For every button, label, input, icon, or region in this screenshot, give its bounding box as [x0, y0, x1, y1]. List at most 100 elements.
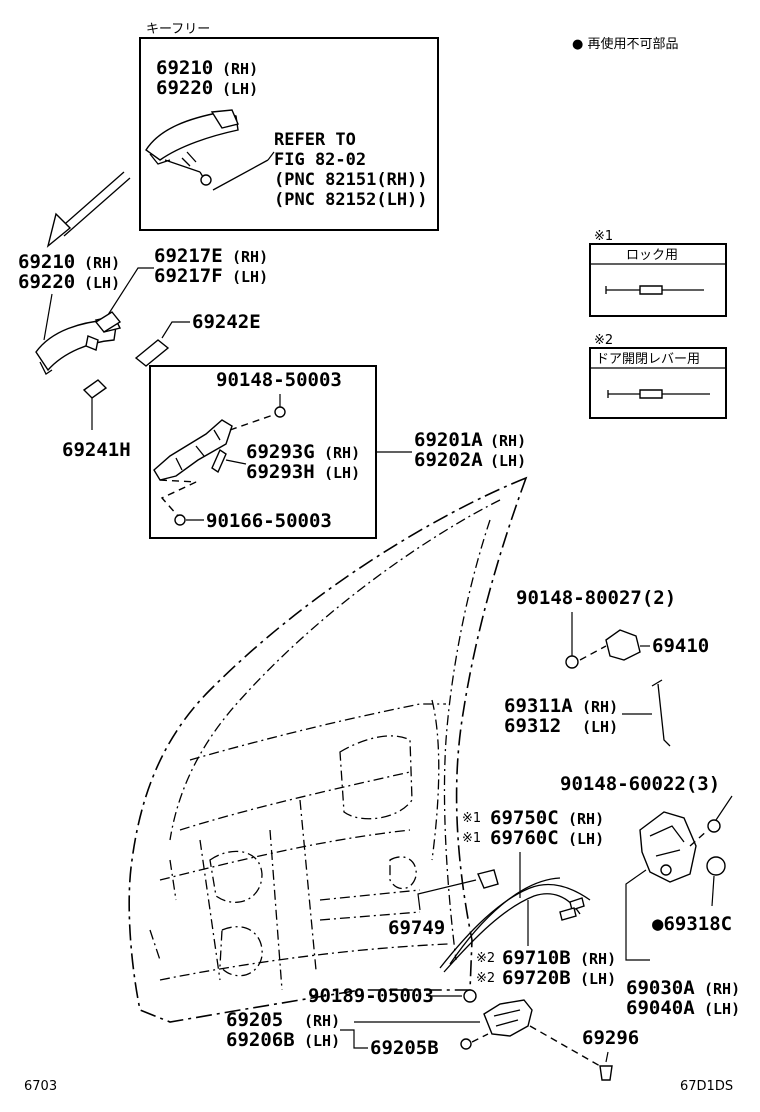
leader-cover [711, 875, 715, 907]
note1-title: ロック用 [626, 248, 678, 263]
label-frame-h: 69293H [246, 461, 315, 483]
label-frame-a-rh-suffix: (RH) [490, 432, 526, 450]
label-rod-a-suffix: (RH) [582, 698, 618, 716]
pad-69242e-drawing [134, 339, 170, 367]
refer-line-2: FIG 82-02 [274, 150, 366, 170]
leader-screw-60022 [715, 795, 733, 821]
keyfree-arrow [46, 171, 131, 248]
pad-ef-drawing [94, 311, 122, 333]
label-pad-e: 69217E [154, 245, 223, 267]
label-handle-rh: 69210 [18, 251, 75, 273]
screw-top-drawing [274, 406, 286, 418]
label-cable-b-lh-suffix: (LH) [580, 970, 616, 988]
bolt-05003-drawing [463, 989, 477, 1003]
door-panel-drawing [128, 476, 528, 1023]
keyfree-suffix-lh: (LH) [222, 80, 258, 98]
keyfree-handle-drawing [145, 109, 275, 191]
label-frame-a-lh-suffix: (LH) [490, 452, 526, 470]
leader-69242e [161, 321, 190, 339]
label-cable-c-rh-suffix: (RH) [568, 810, 604, 828]
label-rod-a: 69311A [504, 695, 573, 717]
label-striker: 69410 [652, 635, 709, 657]
label-screw-69296: 69296 [582, 1027, 639, 1049]
label-clip-69749: 69749 [388, 917, 445, 939]
label-bolt-05003: 90189-05003 [308, 985, 434, 1007]
keyfree-suffix-rh: (RH) [222, 60, 258, 78]
rod-drawing [651, 679, 671, 747]
label-cable-c-lh-suffix: (LH) [568, 830, 604, 848]
leader-clip [417, 879, 477, 911]
keyfree-title: キーフリー [146, 22, 210, 37]
refer-line-4: (PNC 82152(LH)) [274, 190, 428, 210]
label-handle-in-b: 69205B [370, 1037, 439, 1059]
leader-pad-ef [105, 267, 154, 319]
label-lock-lh-suffix: (LH) [704, 1000, 740, 1018]
label-screw-50003-bottom: 90166-50003 [206, 510, 332, 532]
leader-frame-gh [225, 459, 247, 465]
note1-cable-drawing [605, 285, 704, 295]
label-cable-c-mark: ※1 [462, 811, 481, 826]
screw-69205b-drawing [460, 1038, 472, 1050]
keyfree-pn-lh: 69220 [156, 77, 213, 99]
label-cable-b-lh: 69720B [502, 967, 571, 989]
label-frame-h-suffix: (LH) [324, 464, 360, 482]
label-rod-b: 69312 [504, 715, 561, 737]
label-screw-60022: 90148-60022(3) [560, 773, 720, 795]
cover-69318c-drawing [706, 856, 726, 876]
label-lock-rh-suffix: (RH) [704, 980, 740, 998]
label-handle-in-rh: 69205 [226, 1009, 283, 1031]
striker-dashline [579, 645, 607, 661]
screw-bottom-drawing [174, 514, 186, 526]
label-cable-c-rh: 69750C [490, 807, 559, 829]
screw-60022-drawing [707, 819, 721, 833]
label-cover-69318c: ●69318C [652, 913, 732, 935]
pad-69241h-drawing [82, 379, 108, 399]
label-cable-b-rh: 69710B [502, 947, 571, 969]
label-frame-a-lh: 69202A [414, 449, 483, 471]
label-pad-69241h: 69241H [62, 439, 131, 461]
footer-left: 6703 [24, 1079, 57, 1094]
cable-drawing [439, 877, 591, 973]
label-lock-rh: 69030A [626, 977, 695, 999]
screw-80027-drawing [565, 655, 579, 669]
label-cable-b-mark: ※2 [476, 951, 495, 966]
inside-handle-drawing [483, 999, 533, 1037]
label-frame-g-suffix: (RH) [324, 444, 360, 462]
label-frame-a-rh: 69201A [414, 429, 483, 451]
label-screw-50003-top: 90148-50003 [216, 369, 342, 391]
note2-mark: ※2 [594, 333, 613, 348]
label-cable-b2-mark: ※2 [476, 971, 495, 986]
label-cable-c-lh: 69760C [490, 827, 559, 849]
label-handle-lh: 69220 [18, 271, 75, 293]
label-handle-in-lh-suffix: (LH) [304, 1032, 340, 1050]
refer-line-1: REFER TO [274, 130, 356, 150]
screw-69296-drawing [599, 1065, 613, 1081]
keyfree-pn-rh: 69210 [156, 57, 213, 79]
label-pad-69242e: 69242E [192, 311, 261, 333]
frame-drawing [153, 413, 277, 517]
label-frame-g: 69293G [246, 441, 315, 463]
note1-mark: ※1 [594, 229, 613, 244]
label-handle-in-rh-suffix: (RH) [304, 1012, 340, 1030]
handle-dashline [471, 1033, 489, 1043]
label-pad-f-suffix: (LH) [232, 268, 268, 286]
label-rod-b-suffix: (LH) [582, 718, 618, 736]
keyfree-box [139, 37, 439, 231]
note2-box [589, 347, 727, 419]
footer-right: 67D1DS [680, 1079, 733, 1094]
label-handle-rh-suffix: (RH) [84, 254, 120, 272]
striker-drawing [605, 629, 641, 661]
note1-box [589, 243, 727, 317]
leader-handle [43, 293, 53, 341]
note2-cable-drawing [607, 389, 710, 399]
note2-title: ドア開閉レバー用 [596, 352, 700, 367]
label-pad-f: 69217F [154, 265, 223, 287]
label-handle-in-lh: 69206B [226, 1029, 295, 1051]
refer-line-3: (PNC 82151(RH)) [274, 170, 428, 190]
door-lock-drawing [639, 811, 709, 883]
label-pad-e-suffix: (RH) [232, 248, 268, 266]
leader-handle-in-bracket [340, 1029, 368, 1049]
label-lock-lh: 69040A [626, 997, 695, 1019]
